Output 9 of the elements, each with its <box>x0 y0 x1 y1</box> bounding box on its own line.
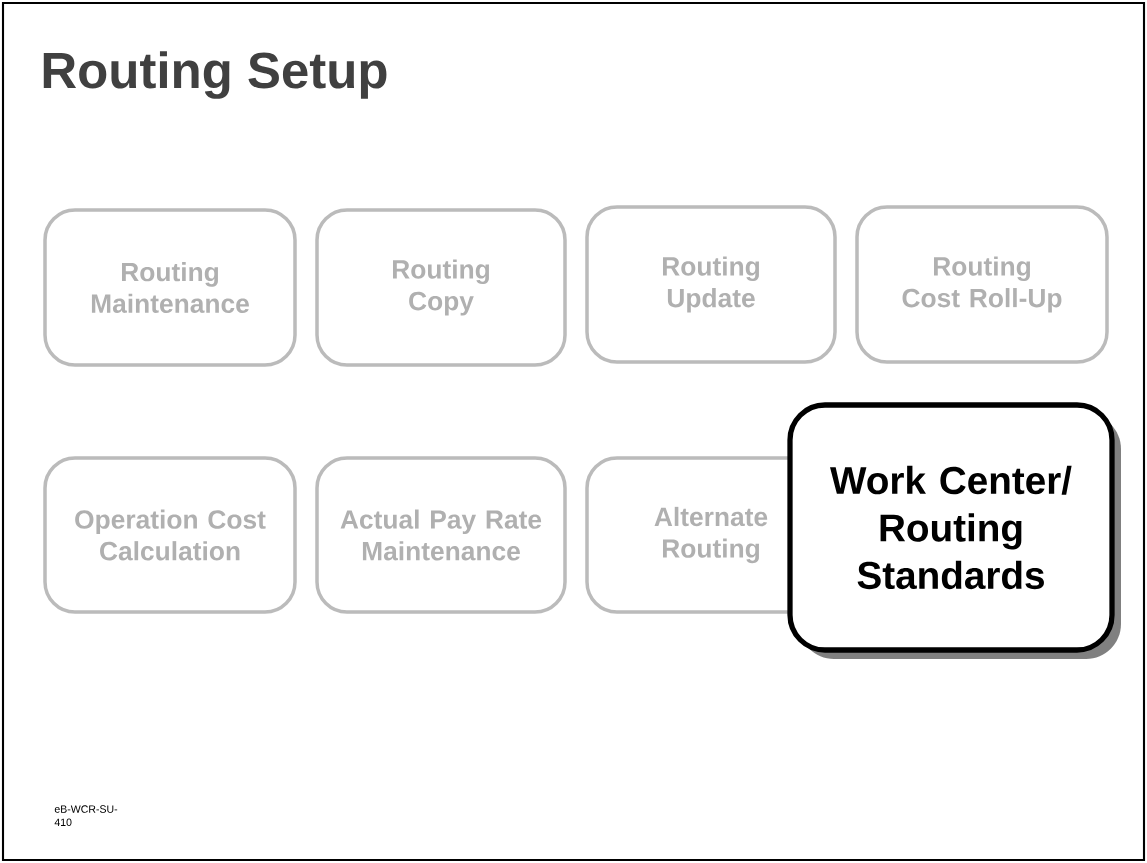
process-box: Operation Cost Calculation <box>43 456 297 614</box>
process-box: Routing Update <box>585 205 837 364</box>
process-box: Routing Maintenance <box>43 208 297 367</box>
document-code: eB-WCR-SU-410 <box>54 805 118 826</box>
process-box: Routing Cost Roll-Up <box>855 205 1109 364</box>
process-box: Routing Copy <box>315 208 567 367</box>
process-box: Actual Pay Rate Maintenance <box>315 456 567 614</box>
highlight-box: Work Center/ Routing Standards <box>787 402 1121 659</box>
slide-title: Routing Setup <box>43 51 387 99</box>
